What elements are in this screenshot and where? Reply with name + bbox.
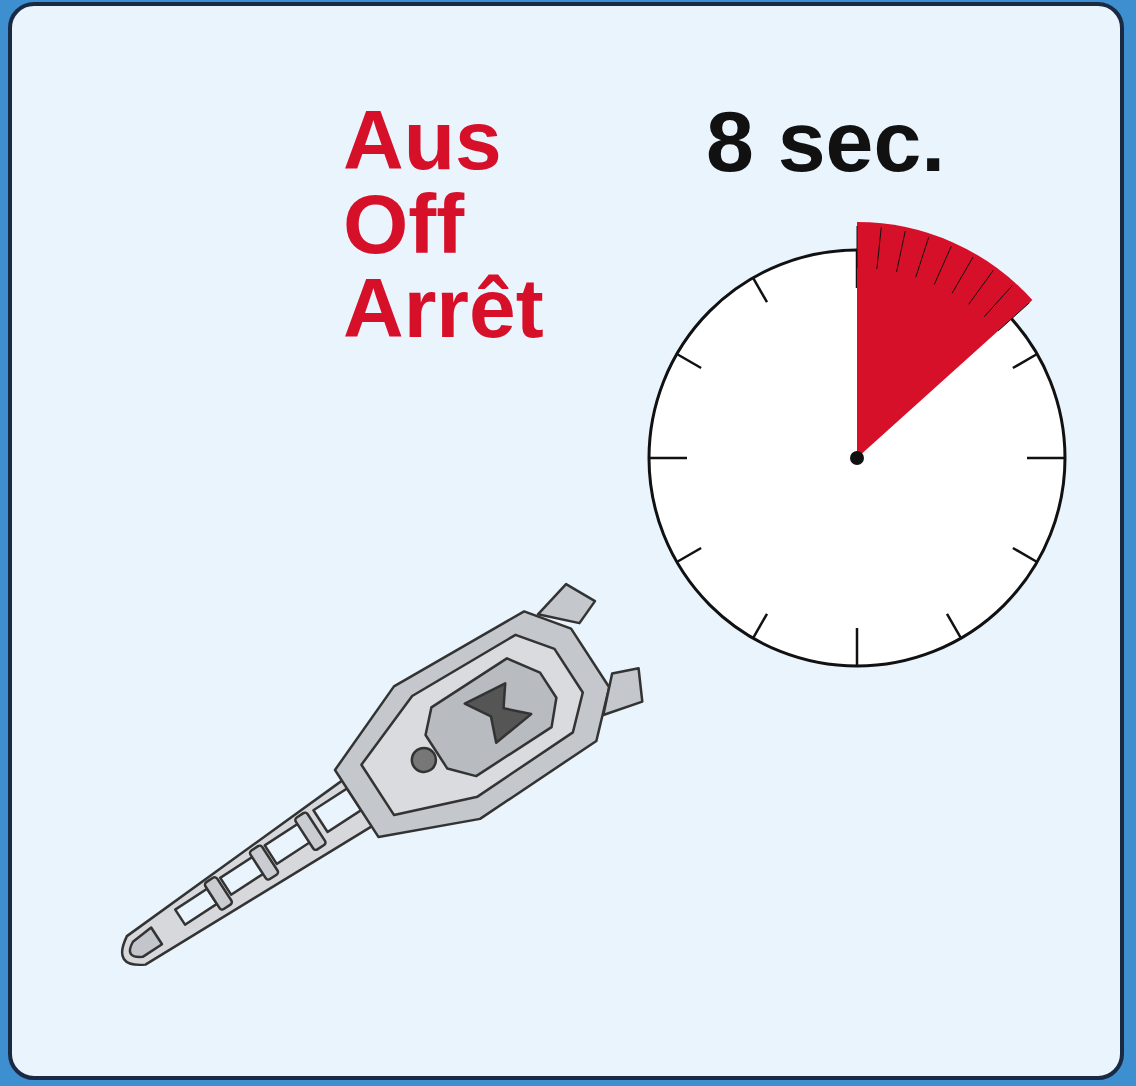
hour-tick (1027, 457, 1064, 460)
second-tick (969, 270, 994, 304)
hour-tick (856, 628, 859, 665)
state-label: Arrêt (343, 266, 544, 350)
time-sector (857, 222, 1032, 458)
hour-tick (754, 279, 768, 302)
second-marks (857, 226, 1029, 331)
controller-device (79, 569, 660, 1023)
hour-tick (678, 355, 701, 369)
hour-tick (947, 614, 961, 637)
hour-tick (1013, 548, 1036, 562)
hour-tick (1013, 355, 1036, 369)
hour-tick (650, 457, 687, 460)
second-tick (934, 246, 951, 284)
state-label: Off (343, 182, 464, 266)
hour-tick (678, 548, 701, 562)
second-tick (897, 231, 906, 272)
state-label: Aus (343, 98, 502, 182)
second-tick (857, 226, 858, 268)
second-tick (984, 286, 1012, 317)
second-tick (916, 237, 929, 277)
second-tick (877, 227, 881, 269)
duration-label: 8 sec. (706, 98, 945, 184)
clock-center (850, 451, 864, 465)
second-tick (952, 257, 973, 293)
hour-tick (754, 614, 768, 637)
second-tick (998, 303, 1029, 331)
